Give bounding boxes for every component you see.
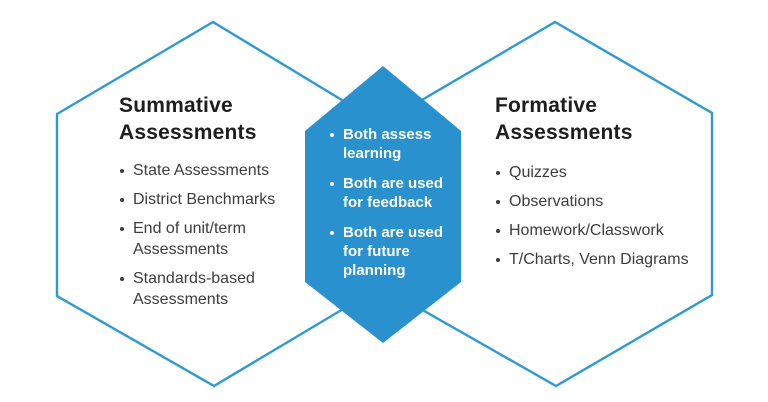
list-item-label: Both are used for feedback <box>343 175 444 211</box>
list-item: District Benchmarks <box>119 189 309 210</box>
bullet-icon <box>330 182 334 186</box>
shared-traits-list: Both assess learning Both are used for f… <box>330 125 448 291</box>
list-item-label: Quizzes <box>509 164 567 181</box>
list-item: End of unit/term Assessments <box>119 218 309 260</box>
bullet-icon <box>496 171 500 175</box>
formative-list: Quizzes Observations Homework/Classwork … <box>495 162 725 278</box>
list-item: State Assessments <box>119 160 309 181</box>
list-item-label: District Benchmarks <box>133 191 276 208</box>
summative-list: State Assessments District Benchmarks En… <box>119 160 309 318</box>
list-item: Standards-based Assessments <box>119 268 309 310</box>
list-item: Homework/Classwork <box>495 220 725 241</box>
list-item-label: Observations <box>509 193 604 210</box>
bullet-icon <box>120 227 124 231</box>
list-item: Both assess learning <box>330 125 448 163</box>
list-item: Quizzes <box>495 162 725 183</box>
list-item-label: T/Charts, Venn Diagrams <box>509 251 689 268</box>
summative-title: Summative Assessments <box>119 94 257 144</box>
list-item: Both are used for feedback <box>330 174 448 212</box>
bullet-icon <box>120 198 124 202</box>
list-item: Observations <box>495 191 725 212</box>
bullet-icon <box>120 277 124 281</box>
bullet-icon <box>120 169 124 173</box>
list-item-label: End of unit/term Assessments <box>133 220 246 258</box>
list-item: T/Charts, Venn Diagrams <box>495 249 725 270</box>
overlap-hexagon-fill <box>305 66 461 343</box>
list-item-label: Standards-based Assessments <box>133 270 255 308</box>
list-item-label: State Assessments <box>133 162 270 179</box>
bullet-icon <box>330 231 334 235</box>
list-item-label: Homework/Classwork <box>509 222 664 239</box>
formative-title: Formative Assessments <box>495 94 633 144</box>
list-item-label: Both assess learning <box>343 126 432 162</box>
bullet-icon <box>496 229 500 233</box>
list-item-label: Both are used for future planning <box>343 224 444 279</box>
bullet-icon <box>496 258 500 262</box>
list-item: Both are used for future planning <box>330 223 448 280</box>
bullet-icon <box>496 200 500 204</box>
bullet-icon <box>330 133 334 137</box>
